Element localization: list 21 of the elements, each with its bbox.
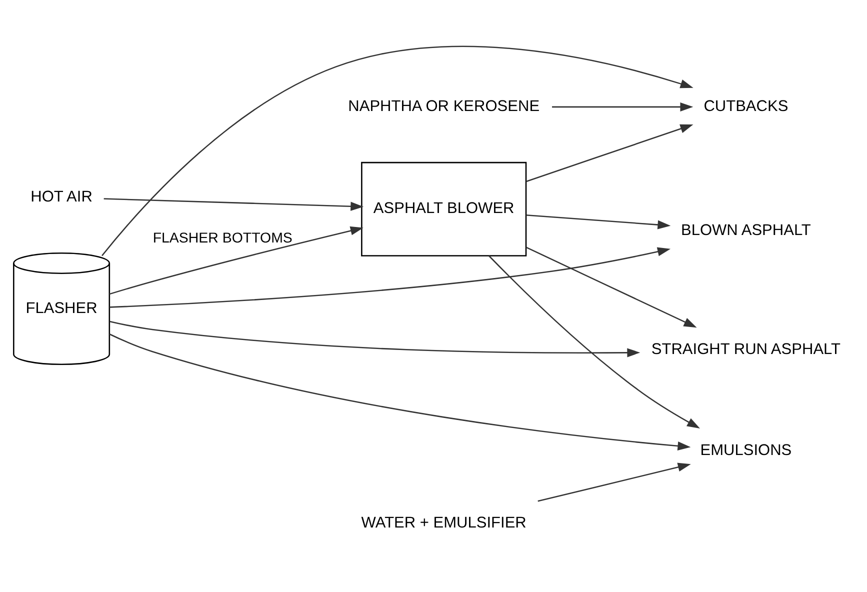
arrow	[110, 320, 640, 357]
node-text: WATER + EMULSIFIER	[361, 514, 526, 532]
node-text: HOT AIR	[30, 188, 92, 206]
node-box: ASPHALT BLOWER	[361, 161, 527, 256]
arrow	[526, 124, 694, 182]
edge-label: FLASHER BOTTOMS	[152, 230, 292, 246]
arrow	[109, 226, 364, 294]
arrow	[488, 254, 700, 428]
arrow	[110, 246, 670, 308]
arrow	[552, 102, 694, 111]
arrow	[102, 45, 694, 256]
arrow	[538, 462, 691, 502]
node-text: STRAIGHT RUN ASPHALT	[651, 340, 841, 358]
arrow	[104, 198, 364, 210]
node-text: NAPHTHA OR KEROSENE	[348, 97, 540, 114]
node-text: CUTBACKS	[704, 97, 788, 114]
arrow	[526, 246, 697, 328]
arrow	[526, 214, 671, 229]
arrow	[109, 333, 691, 450]
node-text: EMULSIONS	[700, 442, 792, 459]
node-text: BLOWN ASPHALT	[681, 222, 811, 239]
